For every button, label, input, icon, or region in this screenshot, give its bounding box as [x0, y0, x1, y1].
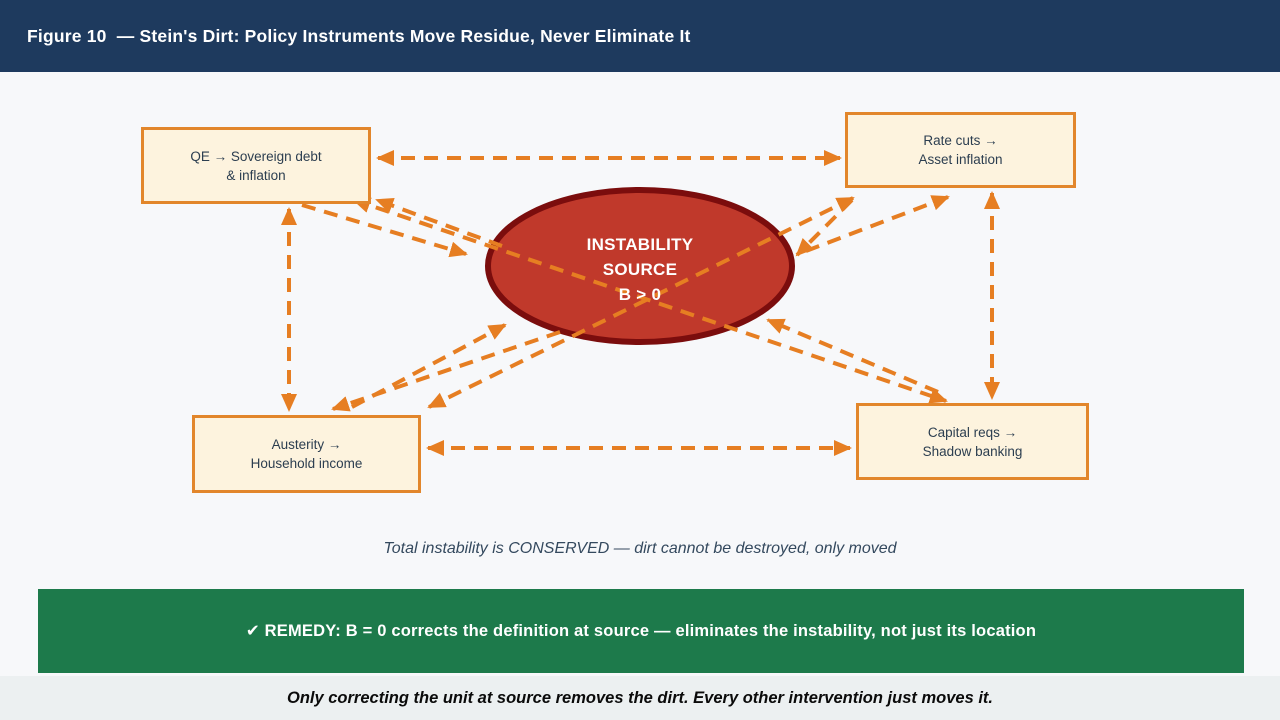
remedy-banner: ✔ REMEDY: B = 0 corrects the definition …	[38, 589, 1244, 673]
node-austerity: Austerity → Household income	[192, 415, 421, 493]
arrow-source-to-qe	[375, 198, 503, 248]
conservation-note: Total instability is CONSERVED — dirt ca…	[383, 540, 897, 557]
arrow-ratecuts-to-source	[795, 198, 854, 257]
arrow-qe-to-source	[301, 203, 468, 258]
arrow-austerity-to-source	[351, 323, 507, 409]
node-rate-cuts-line2: Asset inflation	[918, 152, 1003, 167]
instability-source-line2: SOURCE	[602, 260, 678, 279]
remedy-text: ✔ REMEDY: B = 0 corrects the definition …	[245, 622, 1037, 640]
arrow-source-to-austerity	[331, 330, 561, 412]
footer-caption: Only correcting the unit at source remov…	[286, 688, 993, 707]
node-qe-line2: & inflation	[226, 167, 286, 183]
arrow-source-to-ratecuts	[805, 195, 950, 253]
node-austerity-line2: Household income	[250, 456, 363, 471]
arrow-ratecuts-austerity	[427, 196, 855, 409]
node-capital-reqs: Capital reqs → Shadow banking	[856, 403, 1089, 480]
arrow-capitalreqs-to-source	[766, 318, 939, 394]
node-capital-reqs-line1: Capital reqs →	[927, 424, 1018, 440]
figure-title: Figure 10 — Stein's Dirt: Policy Instrum…	[27, 25, 691, 46]
node-qe: QE → Sovereign debt & inflation	[141, 127, 371, 204]
footer-caption-bar: Only correcting the unit at source remov…	[0, 676, 1280, 720]
node-rate-cuts: Rate cuts → Asset inflation	[845, 112, 1076, 188]
instability-source-label: INSTABILITY SOURCE B > 0	[510, 232, 770, 307]
node-qe-line1: QE → Sovereign debt	[190, 148, 322, 164]
node-austerity-line1: Austerity →	[271, 437, 342, 452]
instability-source-line3: B > 0	[618, 285, 662, 304]
node-rate-cuts-line1: Rate cuts →	[923, 133, 998, 148]
instability-source-line1: INSTABILITY	[586, 235, 694, 254]
figure-header: Figure 10 — Stein's Dirt: Policy Instrum…	[0, 0, 1280, 72]
node-capital-reqs-line2: Shadow banking	[922, 443, 1023, 459]
